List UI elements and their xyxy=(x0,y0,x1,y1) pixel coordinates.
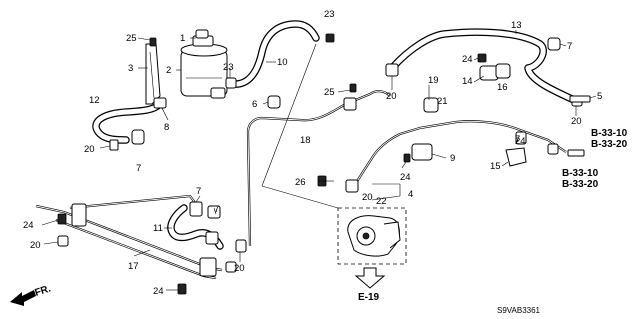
callout-23a: 23 xyxy=(324,9,335,20)
callout-20b: 20 xyxy=(386,91,397,102)
callout-8: 8 xyxy=(164,122,169,133)
pump-link-lines xyxy=(261,43,339,209)
diagram-code: S9VAB3361 xyxy=(497,306,541,315)
callout-13: 13 xyxy=(511,20,522,31)
fittings xyxy=(57,33,591,295)
callout-4: 4 xyxy=(408,189,413,200)
callout-22: 22 xyxy=(376,196,387,207)
ref-lower-a: B-33-10 xyxy=(562,168,599,179)
callout-23b: 23 xyxy=(223,62,234,73)
callout-7c: 7 xyxy=(196,186,201,197)
callout-24e: 24 xyxy=(153,286,164,297)
power-steering-pump xyxy=(337,207,407,265)
leader-lines xyxy=(41,30,597,291)
callout-25a: 25 xyxy=(126,33,137,44)
front-direction-arrow: FR. xyxy=(10,283,52,306)
ref-upper-b: B-33-20 xyxy=(591,139,628,150)
callout-6: 6 xyxy=(252,99,257,110)
callout-24a: 24 xyxy=(462,54,473,65)
hose-10 xyxy=(228,20,320,88)
callout-20c: 20 xyxy=(571,116,582,127)
callout-17: 17 xyxy=(128,261,139,272)
callout-10: 10 xyxy=(277,57,288,68)
callout-7e: 7 xyxy=(515,134,520,145)
hose-12 xyxy=(92,100,164,144)
callout-7a: 7 xyxy=(567,41,572,52)
callout-24b: 24 xyxy=(515,136,526,147)
callout-25b: 25 xyxy=(324,87,335,98)
cooler-bracket xyxy=(71,203,217,277)
callout-19: 19 xyxy=(428,75,439,86)
pressure-pipe-upper xyxy=(353,120,567,187)
callout-21: 21 xyxy=(437,96,448,107)
callout-24d: 24 xyxy=(23,220,34,231)
callout-9: 9 xyxy=(450,153,455,164)
callout-14: 14 xyxy=(462,76,473,87)
hose-13 xyxy=(388,28,578,104)
callout-20a: 20 xyxy=(84,144,95,155)
callout-18: 18 xyxy=(300,135,311,146)
callout-5: 5 xyxy=(597,91,602,102)
reservoir-tank xyxy=(180,35,228,99)
direction-label: FR. xyxy=(34,283,53,299)
pump-down-arrow xyxy=(354,267,386,289)
reference-labels: B-33-10 B-33-20 B-33-10 B-33-20 E-19 xyxy=(358,128,628,303)
callout-1: 1 xyxy=(180,33,185,44)
ref-pump: E-19 xyxy=(358,292,380,303)
reservoir-cap xyxy=(195,29,209,39)
callout-26: 26 xyxy=(295,177,306,188)
callout-11: 11 xyxy=(153,223,163,234)
callout-3: 3 xyxy=(128,63,133,74)
callout-16: 16 xyxy=(497,82,508,93)
callout-7b: 7 xyxy=(136,163,141,174)
callout-7d: 7 xyxy=(214,204,219,215)
callout-20f: 20 xyxy=(362,192,373,203)
callout-numbers: 1 2 3 4 5 6 7 7 7 7 7 8 9 10 11 12 13 14… xyxy=(23,9,602,297)
callout-12: 12 xyxy=(89,95,100,106)
callout-20d: 20 xyxy=(30,240,41,251)
callout-2: 2 xyxy=(166,65,171,76)
callout-20e: 20 xyxy=(234,263,245,274)
reservoir-bracket xyxy=(145,43,161,105)
ref-lower-b: B-33-20 xyxy=(562,179,599,190)
ref-upper-a: B-33-10 xyxy=(591,128,628,139)
feed-pipe-18 xyxy=(246,90,391,247)
callout-15: 15 xyxy=(490,161,501,172)
callout-24c: 24 xyxy=(400,172,411,183)
